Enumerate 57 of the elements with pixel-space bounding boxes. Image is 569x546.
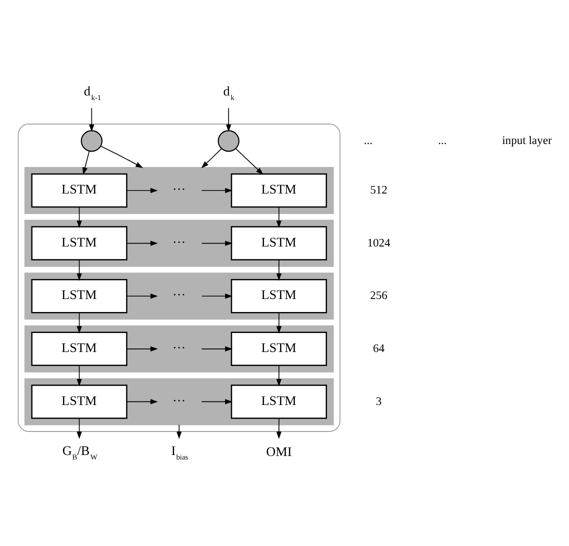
label: 512 (370, 184, 388, 197)
arrow (126, 188, 158, 194)
node-box: LSTM (230, 384, 327, 419)
arrow (176, 424, 182, 440)
arrow (201, 294, 233, 299)
arrow (76, 206, 82, 228)
arrow (276, 418, 282, 440)
arrow (276, 206, 282, 228)
arrow (76, 418, 82, 440)
node-box: LSTM (31, 226, 128, 260)
label: 256 (370, 290, 388, 302)
node-box: LSTM (230, 226, 327, 260)
node-box: LSTM (31, 384, 128, 419)
label: 64 (372, 342, 385, 355)
node-box: LSTM (230, 332, 327, 366)
arrow (201, 346, 233, 352)
arrow (76, 312, 82, 334)
label: ... (438, 135, 447, 148)
arrow (100, 146, 144, 168)
node-box: LSTM (31, 173, 128, 208)
arrow (126, 240, 158, 246)
label: ... (364, 135, 373, 148)
node-circle (80, 130, 102, 152)
arrow (226, 108, 232, 132)
arrow (76, 365, 82, 386)
label: input layer (502, 135, 552, 148)
arrow (276, 365, 282, 386)
label: 1024 (367, 237, 390, 250)
arrow (82, 150, 90, 175)
arrow (235, 148, 264, 175)
label: 3 (376, 396, 382, 408)
arrow (201, 188, 233, 194)
node-box: LSTM (31, 332, 128, 366)
node-text: d$_{k}$ (223, 83, 234, 102)
node-text: ··· (172, 234, 186, 250)
node-text: OMI (266, 444, 292, 459)
node-text: ··· (172, 287, 186, 302)
node-box: LSTM (230, 173, 327, 208)
arrow (276, 312, 282, 334)
node-text: ··· (172, 340, 186, 356)
arrow (126, 346, 158, 352)
node-text: ··· (172, 182, 186, 197)
node-text: d$_{k-1}$ (84, 83, 102, 102)
node-text: G$_{B}$/B$_{W}$ (62, 443, 98, 462)
node-box: LSTM (31, 278, 128, 314)
arrow (126, 294, 158, 299)
node-text: I$_{bias}$ (171, 443, 188, 462)
node-text: ··· (172, 392, 186, 408)
node-box: LSTM (230, 278, 327, 314)
arrow (76, 260, 82, 281)
arrow (276, 260, 282, 281)
arrow (201, 148, 222, 168)
arrow (201, 240, 233, 246)
arrow (89, 108, 94, 132)
arrow (201, 399, 233, 404)
node-circle (218, 130, 240, 152)
arrow (126, 399, 158, 404)
